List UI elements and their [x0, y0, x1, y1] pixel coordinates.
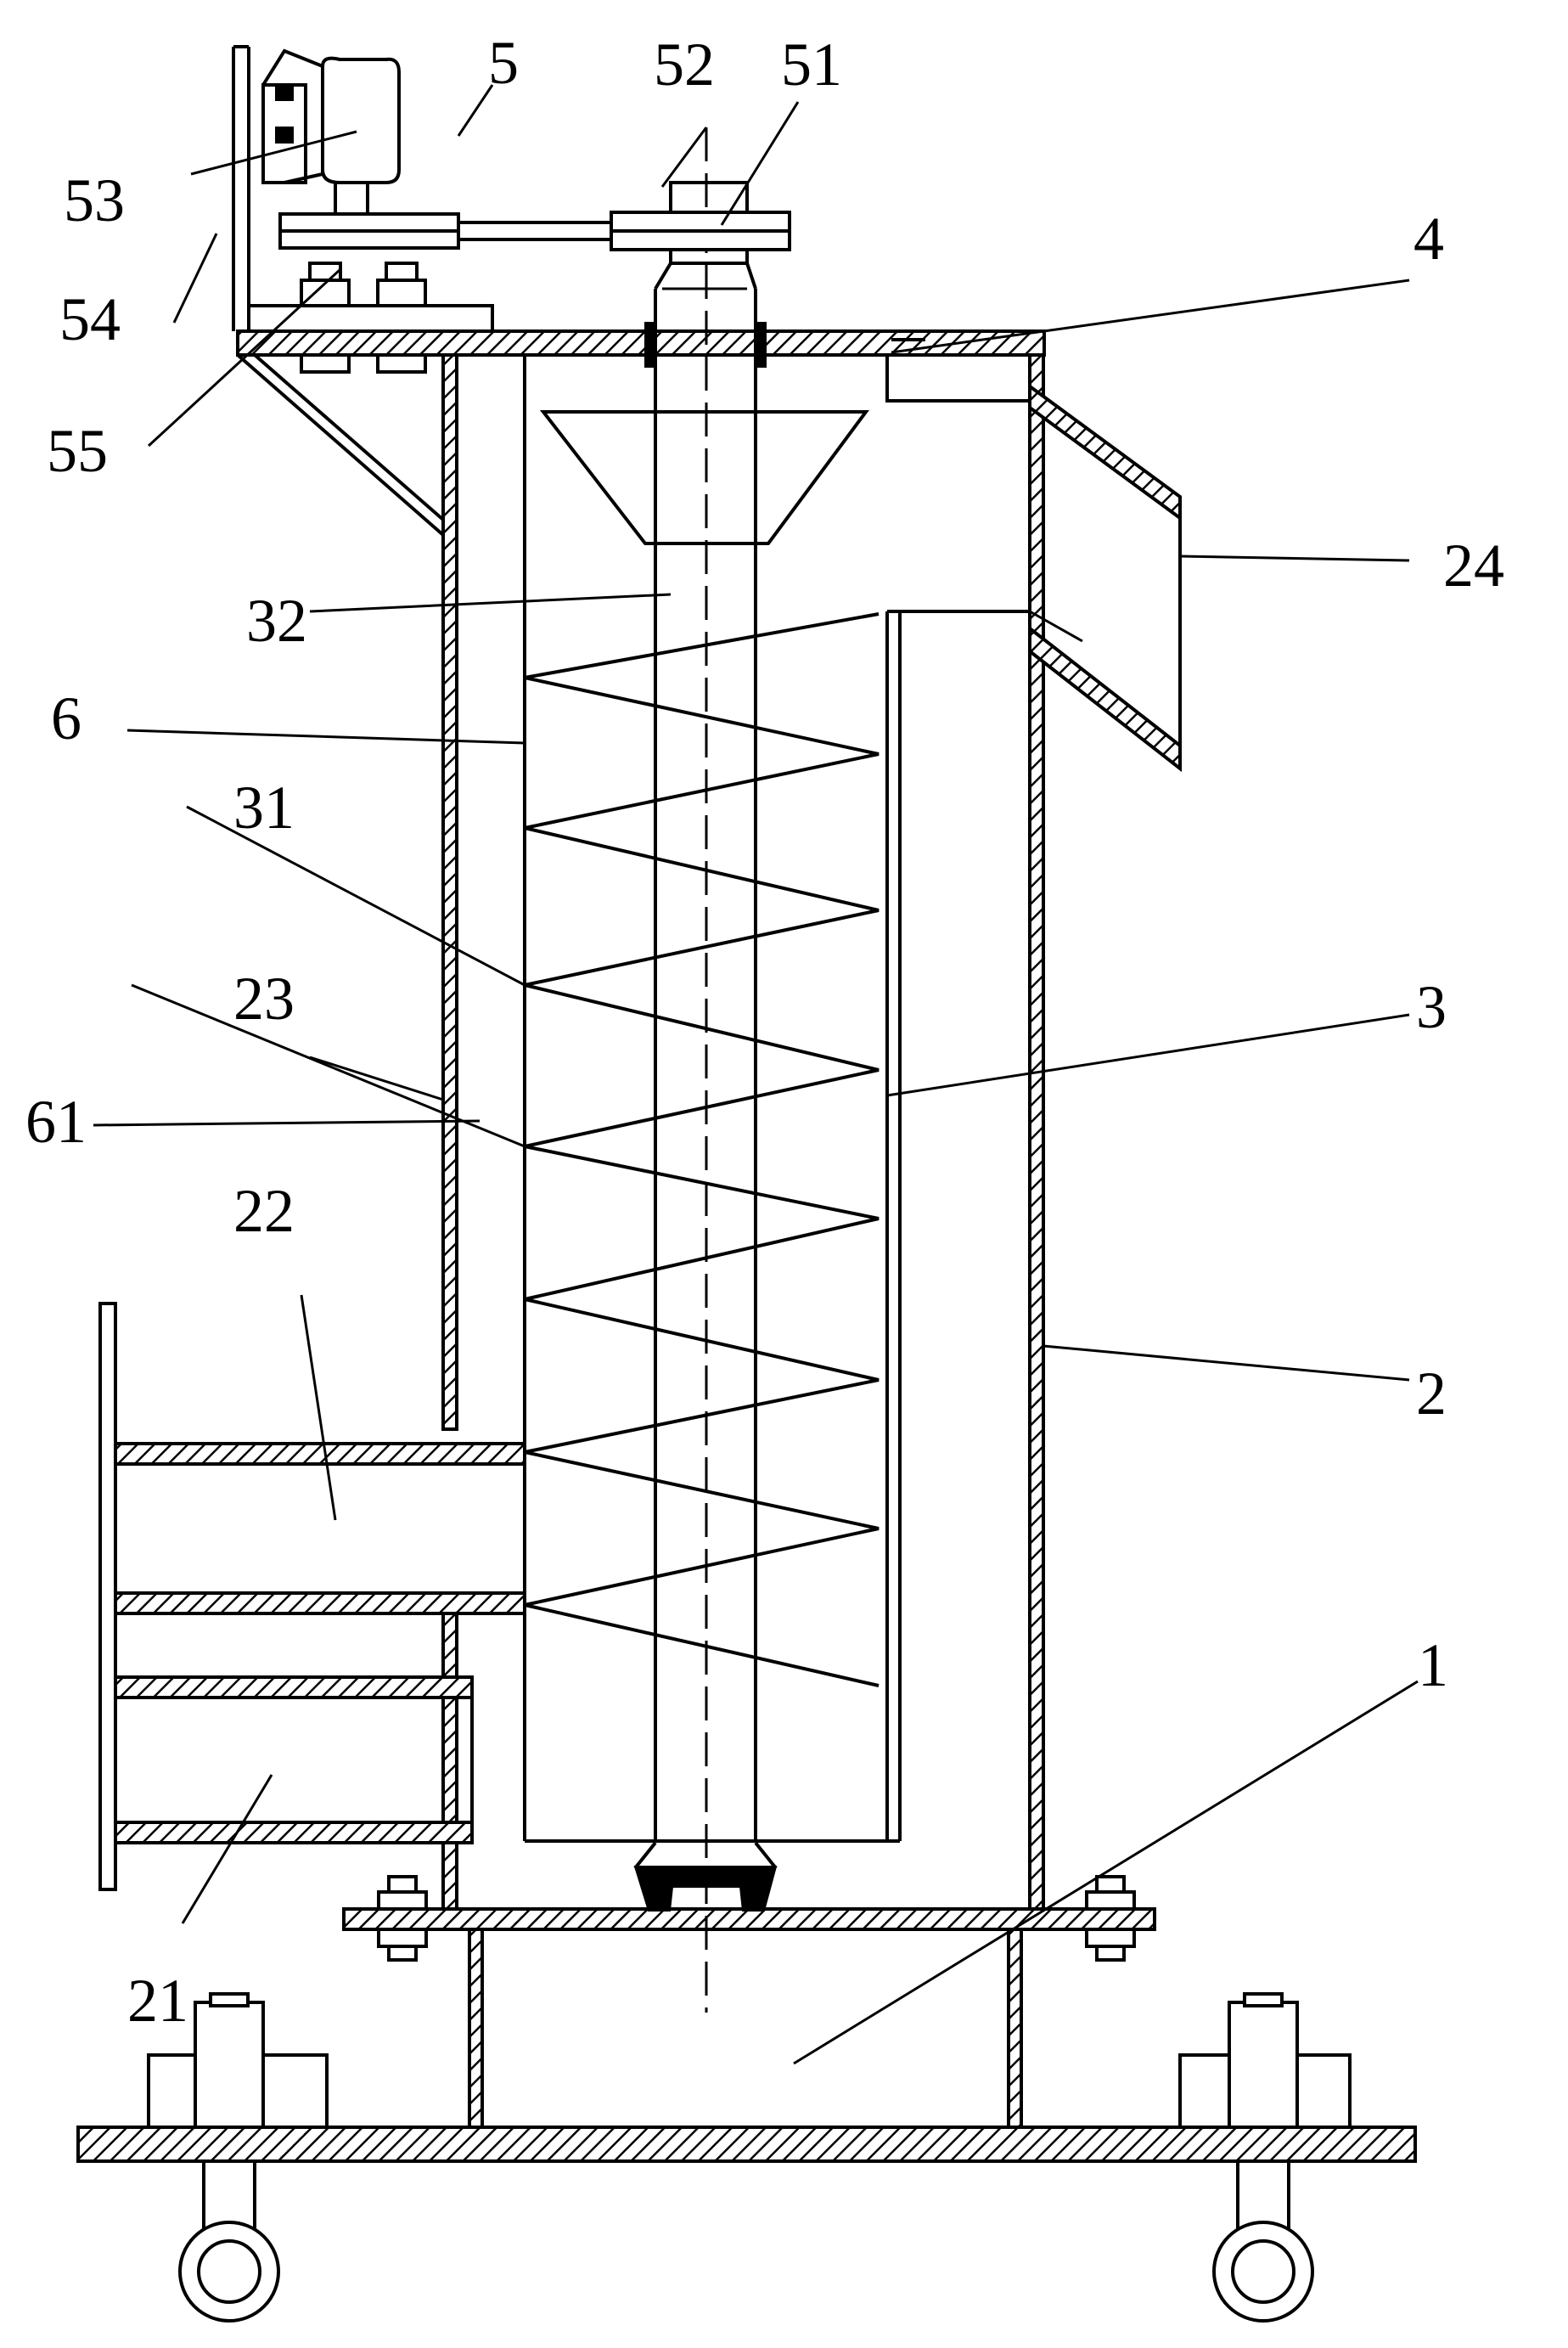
flange-bolts [377, 1875, 1136, 1962]
label-54: 54 [59, 285, 121, 353]
screw-flight [524, 612, 880, 1687]
label-23: 23 [233, 965, 295, 1033]
label-51: 51 [781, 31, 842, 99]
left-wheel [147, 1992, 329, 2323]
top-baffle [885, 338, 1030, 403]
part-labels: 1 2 3 4 5 6 21 22 23 24 31 32 51 52 53 5… [25, 29, 1504, 2035]
bottom-bearing [633, 1866, 778, 1912]
right-wheel [1178, 1992, 1352, 2323]
label-4: 4 [1413, 205, 1444, 273]
label-55: 55 [47, 417, 108, 485]
outlet-duct [1028, 383, 1182, 773]
label-6: 6 [51, 684, 81, 752]
label-21: 21 [127, 1967, 188, 2035]
label-3: 3 [1416, 973, 1447, 1041]
base-frame [76, 1907, 1417, 2163]
label-24: 24 [1443, 532, 1504, 600]
shaft-cone [539, 410, 869, 545]
label-22: 22 [233, 1177, 295, 1245]
inlet-pipes [98, 1302, 526, 1891]
leader-lines [93, 84, 1419, 2065]
label-53: 53 [64, 166, 125, 234]
label-2: 2 [1416, 1360, 1447, 1427]
label-31: 31 [233, 774, 295, 842]
label-1: 1 [1418, 1631, 1448, 1699]
label-61: 61 [25, 1088, 87, 1156]
inner-tube [523, 355, 1030, 1843]
label-32: 32 [246, 587, 307, 655]
drive-assembly [232, 45, 791, 374]
label-52: 52 [654, 31, 715, 99]
label-5: 5 [488, 29, 519, 97]
